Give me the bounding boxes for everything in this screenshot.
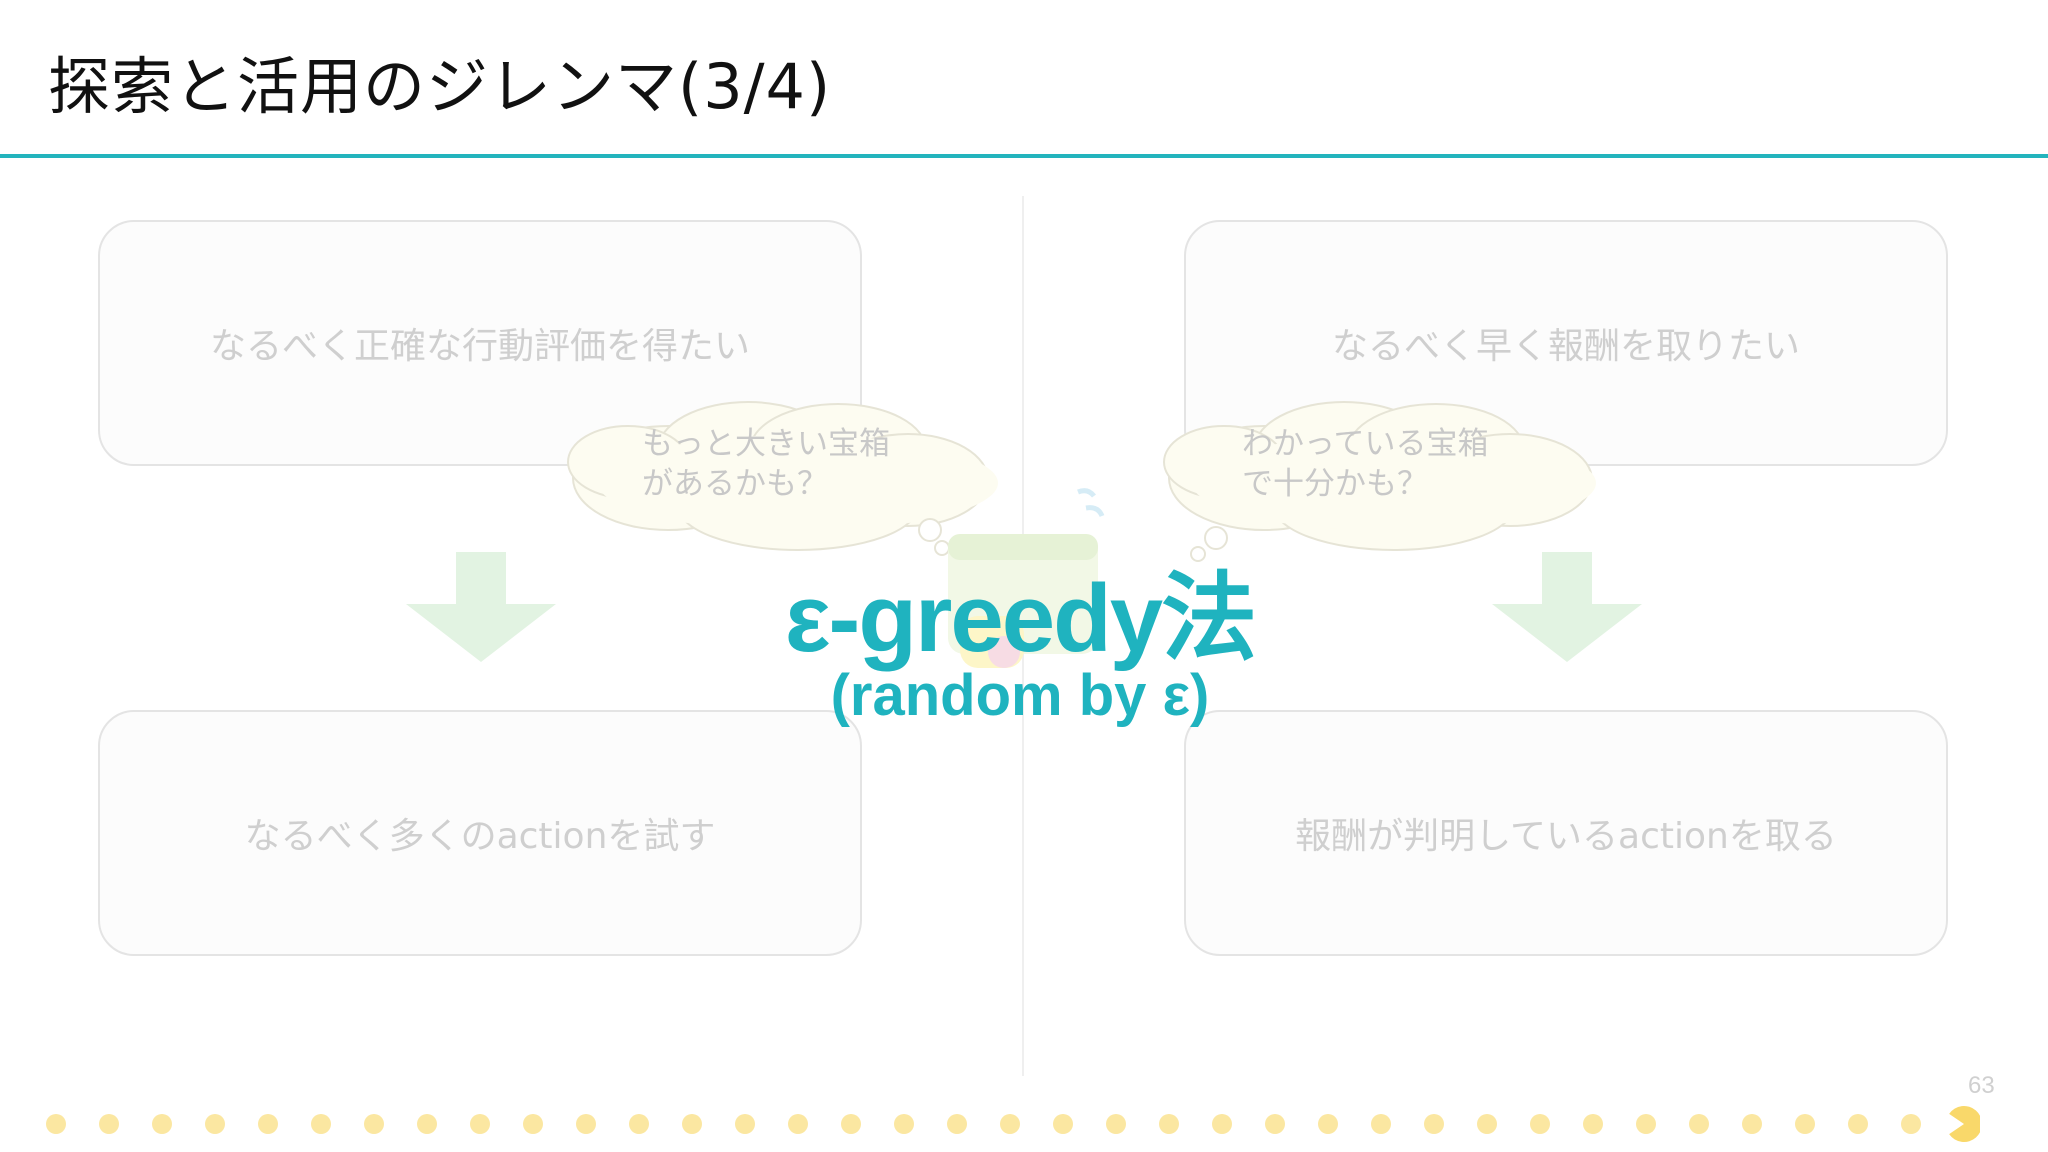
progress-dot	[258, 1114, 278, 1134]
thought-line: わかっている宝箱	[1242, 426, 1489, 462]
epsilon-greedy-title: ε-greedy法	[784, 565, 1257, 672]
progress-dot	[576, 1114, 596, 1134]
exploitation-action-text: 報酬が判明しているactionを取る	[1295, 816, 1837, 857]
progress-dot	[841, 1114, 861, 1134]
progress-dot	[1212, 1114, 1232, 1134]
title-underline	[0, 154, 2048, 158]
treasure-chest-illustration	[948, 488, 1105, 668]
progress-dot	[1106, 1114, 1126, 1134]
thought-line: もっと大きい宝箱	[642, 426, 890, 462]
exploration-action-text: なるべく多くのactionを試す	[244, 816, 716, 857]
page-number: 63	[1968, 1072, 1995, 1099]
progress-dot	[311, 1114, 331, 1134]
down-arrow-icon	[1492, 552, 1642, 662]
progress-dot	[205, 1114, 225, 1134]
thought-line: があるかも？	[642, 466, 828, 502]
exploitation-goal-text: なるべく早く報酬を取りたい	[1331, 326, 1800, 367]
progress-dot	[788, 1114, 808, 1134]
progress-dot	[364, 1114, 384, 1134]
epsilon-greedy-subtitle: (random by ε)	[830, 663, 1210, 728]
progress-dot	[947, 1114, 967, 1134]
progress-dot	[1159, 1114, 1179, 1134]
progress-dot	[99, 1114, 119, 1134]
exploration-action-box: なるべく多くのactionを試す	[98, 710, 862, 956]
exploitation-action-box: 報酬が判明しているactionを取る	[1184, 710, 1948, 956]
slide-progress-track	[46, 1106, 1980, 1142]
progress-dot	[1318, 1114, 1338, 1134]
progress-dot	[1901, 1114, 1921, 1134]
progress-dot	[682, 1114, 702, 1134]
progress-dot	[1689, 1114, 1709, 1134]
progress-dot	[1583, 1114, 1603, 1134]
progress-dot	[1053, 1114, 1073, 1134]
progress-dot	[1530, 1114, 1550, 1134]
progress-dot	[1848, 1114, 1868, 1134]
progress-dot	[735, 1114, 755, 1134]
progress-dot	[1795, 1114, 1815, 1134]
progress-dot	[152, 1114, 172, 1134]
progress-dot	[417, 1114, 437, 1134]
thought-bubble-text: わかっている宝箱 で十分かも？	[1242, 424, 1488, 504]
progress-dot	[1000, 1114, 1020, 1134]
progress-dot	[894, 1114, 914, 1134]
progress-dot	[46, 1114, 66, 1134]
exploration-goal-text: なるべく正確な行動評価を得たい	[209, 326, 750, 367]
progress-dot	[1265, 1114, 1285, 1134]
progress-dot	[629, 1114, 649, 1134]
progress-dot	[1477, 1114, 1497, 1134]
thought-bubble	[1163, 401, 1596, 562]
progress-dot	[1371, 1114, 1391, 1134]
progress-dot	[470, 1114, 490, 1134]
thought-line: で十分かも？	[1242, 466, 1428, 502]
progress-dot	[1424, 1114, 1444, 1134]
down-arrow-icon	[406, 552, 556, 662]
progress-dot	[523, 1114, 543, 1134]
pacman-progress-icon	[1949, 1106, 1980, 1142]
thought-bubble	[567, 401, 998, 556]
slide-title: 探索と活用のジレンマ(3/4)	[48, 50, 832, 123]
progress-dot	[1742, 1114, 1762, 1134]
progress-dot	[1636, 1114, 1656, 1134]
thought-bubble-text: もっと大きい宝箱 があるかも？	[642, 424, 890, 504]
